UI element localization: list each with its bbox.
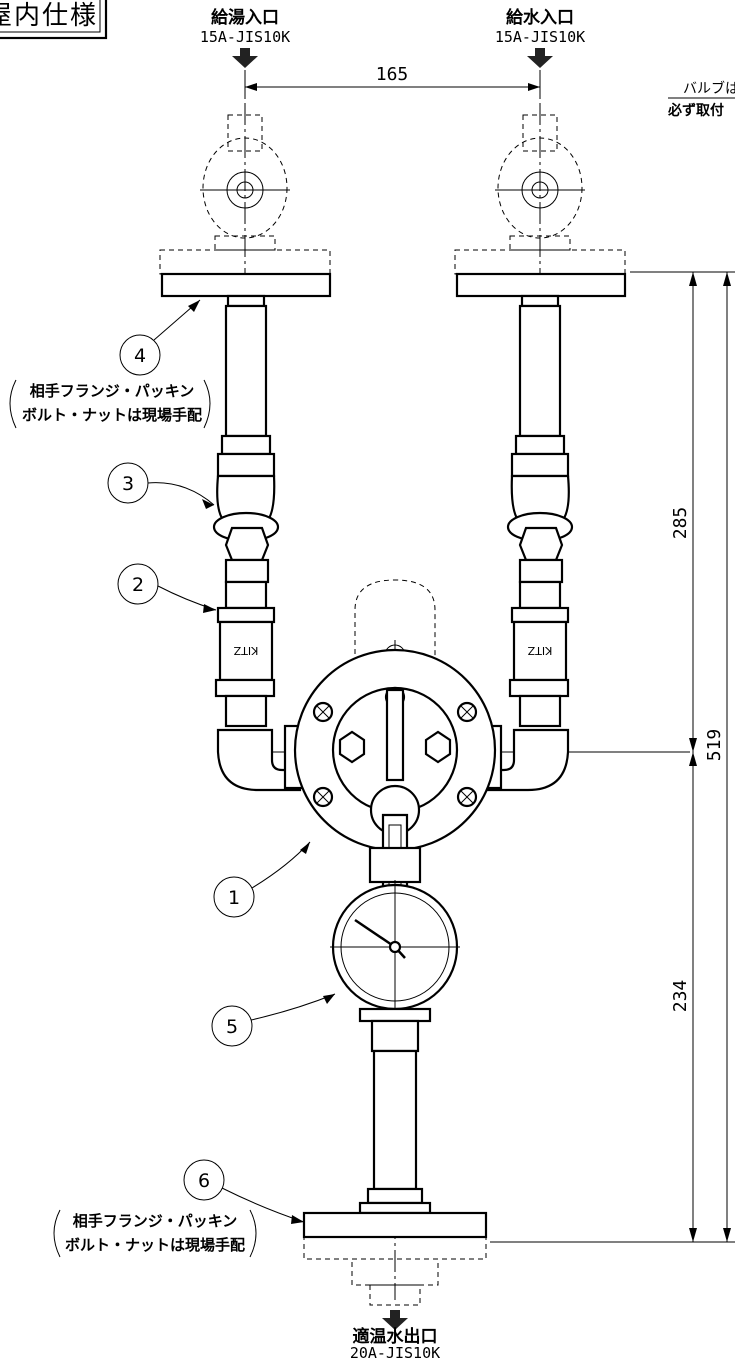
hot-inlet-spec: 15A-JIS10K — [200, 28, 290, 46]
outlet-spec: 20A-JIS10K — [350, 1344, 440, 1359]
callout-2: 2 — [117, 563, 217, 613]
valve-note-line2: 必ず取付 — [667, 102, 724, 119]
valve-note: バルブは 必ず取付 — [667, 80, 735, 119]
valve-note-line1: バルブは — [683, 80, 735, 97]
callout-2-number: 2 — [132, 574, 144, 596]
outlet-label: 適温水出口 20A-JIS10K — [350, 1326, 440, 1359]
callout-1: 1 — [213, 841, 311, 918]
hot-inlet-label: 給湯入口 15A-JIS10K — [200, 7, 290, 46]
callout-6-number: 6 — [198, 1170, 210, 1192]
cold-inlet-spec: 15A-JIS10K — [495, 28, 585, 46]
upper-note-line1: 相手フランジ・パッキン — [30, 382, 195, 400]
dimension-total-value: 519 — [704, 729, 725, 762]
body-bolt-icon — [312, 701, 334, 723]
hot-inlet-arrow-icon — [232, 48, 258, 68]
callout-3-number: 3 — [122, 473, 134, 495]
outlet-piping — [302, 1019, 488, 1306]
cold-inlet-label: 給水入口 15A-JIS10K — [495, 7, 585, 46]
lower-note-line1: 相手フランジ・パッキン — [73, 1212, 238, 1230]
cold-inlet-arrow-icon — [527, 48, 553, 68]
callout-4-number: 4 — [134, 345, 146, 367]
upper-note: 相手フランジ・パッキン ボルト・ナットは現場手配 — [9, 379, 211, 429]
callout-4: 4 — [119, 299, 201, 376]
callout-6: 6 — [183, 1159, 305, 1224]
hot-leg-brand-mark: KITZ — [233, 644, 258, 657]
cold-inlet-name: 給水入口 — [506, 7, 574, 28]
cold-inlet-flange — [454, 249, 627, 308]
hot-inlet-flange — [159, 249, 332, 308]
hot-inlet-name: 給湯入口 — [211, 7, 279, 28]
title-box: 屋内仕様 — [0, 0, 108, 40]
callout-1-number: 1 — [228, 887, 240, 909]
upper-note-line2: ボルト・ナットは現場手配 — [22, 406, 202, 424]
cold-leg-brand-mark: KITZ — [527, 644, 552, 657]
dimension-upper-value: 285 — [670, 507, 691, 540]
cold-leg-piping: KITZ — [481, 304, 574, 792]
body-bolt-icon — [312, 786, 334, 808]
callout-3: 3 — [107, 462, 215, 509]
hot-leg-piping: KITZ — [212, 304, 305, 792]
dimension-lower-value: 234 — [670, 980, 691, 1013]
dimension-width: 165 — [244, 64, 541, 96]
lower-note-line2: ボルト・ナットは現場手配 — [65, 1236, 245, 1254]
body-bolt-icon — [456, 786, 478, 808]
vertical-dimensions: 285 519 234 — [490, 271, 735, 1243]
dial-gauge — [330, 880, 460, 1023]
outlet-name: 適温水出口 — [353, 1326, 438, 1347]
body-bolt-icon — [456, 701, 478, 723]
title-box-text: 屋内仕様 — [0, 1, 98, 31]
lower-note: 相手フランジ・パッキン ボルト・ナットは現場手配 — [53, 1209, 257, 1258]
callout-5-number: 5 — [226, 1016, 238, 1038]
dimension-width-value: 165 — [376, 64, 409, 85]
outlet-arrow-icon — [382, 1310, 408, 1330]
callout-5: 5 — [211, 993, 336, 1047]
